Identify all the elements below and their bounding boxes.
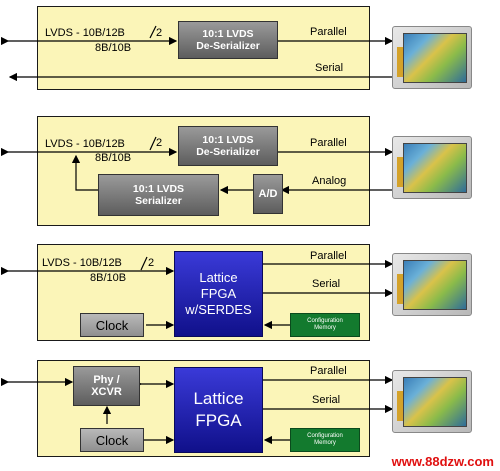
configuration-memory-block: Configuration Memory	[290, 313, 360, 337]
parallel-label: Parallel	[310, 137, 347, 149]
ad-converter-block: A/D	[253, 174, 283, 214]
parallel-label: Parallel	[310, 26, 347, 38]
serializer-block: 10:1 LVDS Serializer	[98, 174, 219, 216]
protocol-label: LVDS - 10B/12B	[45, 27, 125, 39]
clock-block: Clock	[80, 313, 144, 337]
lcd-display-image	[392, 370, 472, 433]
protocol-sub-label: 8B/10B	[90, 272, 127, 284]
parallel-label: Parallel	[310, 250, 347, 262]
configuration-memory-block: Configuration Memory	[290, 428, 360, 452]
lcd-display-image	[392, 253, 472, 316]
watermark: www.88dzw.com	[391, 454, 494, 469]
phy-xcvr-block: Phy / XCVR	[73, 366, 140, 406]
lane-count: 2	[156, 27, 163, 39]
deserializer-block: 10:1 LVDS De-Serializer	[178, 126, 278, 166]
lcd-display-image	[392, 136, 472, 199]
lcd-display-image	[392, 26, 472, 89]
protocol-sub-label: 8B/10B	[95, 152, 132, 164]
clock-block: Clock	[80, 428, 144, 452]
lane-count: 2	[148, 257, 155, 269]
fpga-block: Lattice FPGA	[174, 367, 263, 453]
serial-label: Serial	[315, 62, 344, 74]
lane-count: 2	[156, 137, 163, 149]
parallel-label: Parallel	[310, 365, 347, 377]
fpga-block: Lattice FPGA w/SERDES	[174, 251, 263, 337]
serial-label: Serial	[312, 394, 341, 406]
deserializer-block: 10:1 LVDS De-Serializer	[178, 21, 278, 59]
serial-label: Serial	[312, 278, 341, 290]
protocol-sub-label: 8B/10B	[95, 42, 132, 54]
protocol-label: LVDS - 10B/12B	[42, 257, 122, 269]
analog-label: Analog	[312, 175, 347, 187]
protocol-label: LVDS - 10B/12B	[45, 138, 125, 150]
